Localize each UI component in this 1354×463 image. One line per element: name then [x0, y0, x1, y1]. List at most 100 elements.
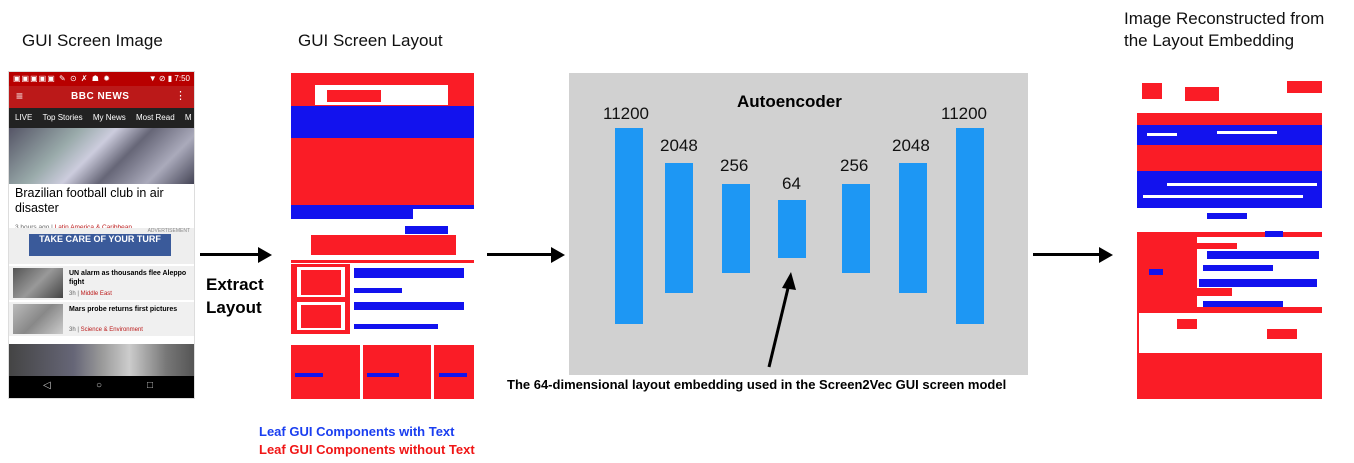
recon-block [1167, 183, 1317, 186]
layout-block [291, 205, 474, 209]
ad-banner[interactable]: TAKE CARE OF YOUR TURF [29, 234, 171, 256]
autoencoder-box: Autoencoder 11200 2048 256 64 256 2048 1… [569, 73, 1028, 375]
layout-block [295, 373, 323, 377]
layout-block [354, 302, 464, 310]
reconstructed-title-line2: the Layout Embedding [1124, 31, 1295, 50]
story-item[interactable]: UN alarm as thousands flee Aleppo fight … [9, 266, 194, 300]
extract-layout-label: Extract Layout [206, 275, 264, 317]
arrow-shaft [1033, 253, 1101, 256]
layer-size-label: 2048 [892, 136, 930, 155]
menu-icon[interactable]: ≡ [16, 89, 24, 103]
recon-block [1197, 288, 1232, 296]
layer-size-label: 11200 [603, 104, 650, 123]
recon-block [1177, 319, 1197, 329]
overflow-menu-icon[interactable]: ⋮ [175, 90, 186, 102]
headline-meta: 3 hours ago | Latin America & Caribbean [15, 220, 191, 235]
screen-image-title: GUI Screen Image [22, 31, 163, 50]
encoder-layer [722, 184, 750, 273]
status-time: ▼ ⊘ ▮ 7:50 [148, 74, 190, 83]
layout-block [354, 288, 402, 293]
layout-block [439, 373, 467, 377]
story-title: UN alarm as thousands flee Aleppo fight [69, 270, 187, 286]
recon-block [1203, 301, 1283, 307]
recon-block [1137, 208, 1322, 232]
tab-bar: LIVE Top Stories My News Most Read M [9, 108, 194, 128]
hero-image[interactable] [9, 128, 194, 184]
layout-block [405, 226, 448, 234]
recon-block [1147, 133, 1177, 136]
recon-block [1267, 329, 1297, 339]
back-icon[interactable]: ◁ [43, 380, 51, 391]
app-bar: ≡ BBC NEWS ⋮ [9, 86, 194, 108]
tab-most-read[interactable]: Most Read [135, 113, 175, 122]
decoder-layer [842, 184, 870, 273]
tab-more[interactable]: M [184, 113, 192, 122]
story-item[interactable]: Mars probe returns first pictures 3h | S… [9, 302, 194, 336]
layer-size-label: 256 [720, 156, 749, 175]
embedding-caption: The 64-dimensional layout embedding used… [507, 377, 1007, 392]
advertisement[interactable]: ADVERTISEMENT TAKE CARE OF YOUR TURF [9, 228, 194, 264]
arrow-shaft [487, 253, 553, 256]
recon-block [1199, 279, 1317, 287]
arrow-head-icon [551, 247, 565, 263]
decoder-layer [956, 128, 984, 324]
recon-block [1149, 269, 1163, 275]
screen-layout-title: GUI Screen Layout [298, 31, 443, 50]
layout-block [327, 90, 381, 102]
phone-screenshot: ▣▣▣▣▣ ✎ ⊙ ✗ ☗ ✹ ▼ ⊘ ▮ 7:50 ≡ BBC NEWS ⋮ … [8, 71, 195, 399]
autoencoder-label: Autoencoder [737, 92, 842, 111]
image-strip[interactable] [9, 344, 194, 376]
layout-block [360, 345, 363, 399]
tab-live[interactable]: LIVE [15, 113, 33, 122]
tab-top-stories[interactable]: Top Stories [42, 113, 83, 122]
layout-block [354, 268, 464, 278]
recon-block [1287, 81, 1322, 93]
arrow-shaft [200, 253, 260, 256]
layer-size-label: 11200 [941, 104, 988, 123]
layout-block [367, 373, 399, 377]
layout-block [311, 235, 456, 255]
ad-label: ADVERTISEMENT [147, 228, 190, 234]
recon-block [1207, 213, 1247, 219]
recon-block [1203, 265, 1273, 271]
decoder-layer [899, 163, 927, 293]
layout-block [291, 260, 474, 263]
headline-title: Brazilian football club in air disaster [15, 186, 164, 215]
layout-block [291, 209, 413, 219]
recon-block [1197, 243, 1237, 249]
arrow-head-icon [1099, 247, 1113, 263]
layout-block [301, 270, 341, 295]
embedding-pointer-icon [767, 272, 796, 368]
story-meta: 3h | Middle East [69, 291, 112, 297]
legend-with-text: Leaf GUI Components with Text [259, 424, 455, 439]
arrow-head-icon [258, 247, 272, 263]
layer-size-label: 64 [782, 174, 801, 193]
status-bar: ▣▣▣▣▣ ✎ ⊙ ✗ ☗ ✹ ▼ ⊘ ▮ 7:50 [9, 72, 194, 86]
story-thumbnail [13, 304, 63, 334]
recon-block [1142, 83, 1162, 99]
reconstructed-title-line1: Image Reconstructed from [1124, 9, 1325, 28]
nav-bar: ◁ ○ □ [9, 376, 194, 398]
headline[interactable]: Brazilian football club in air disaster … [15, 186, 191, 235]
layer-size-label: 256 [840, 156, 869, 175]
layout-block [291, 106, 474, 138]
story-title: Mars probe returns first pictures [69, 306, 178, 313]
layout-block [291, 345, 474, 399]
recon-block [1217, 131, 1277, 134]
story-meta: 3h | Science & Environment [69, 327, 143, 333]
recents-icon[interactable]: □ [147, 380, 154, 391]
reconstructed-layout [1137, 73, 1322, 399]
layout-block [291, 138, 474, 205]
layout-block [354, 324, 438, 329]
gui-layout [291, 73, 474, 399]
recon-block [1137, 73, 1322, 113]
recon-block [1185, 87, 1219, 101]
home-icon[interactable]: ○ [96, 380, 103, 391]
recon-block [1143, 195, 1303, 198]
recon-block [1265, 231, 1283, 237]
tab-my-news[interactable]: My News [92, 113, 126, 122]
embedding-layer [778, 200, 806, 258]
encoder-layer [665, 163, 693, 293]
recon-block [1207, 251, 1319, 259]
story-thumbnail [13, 268, 63, 298]
